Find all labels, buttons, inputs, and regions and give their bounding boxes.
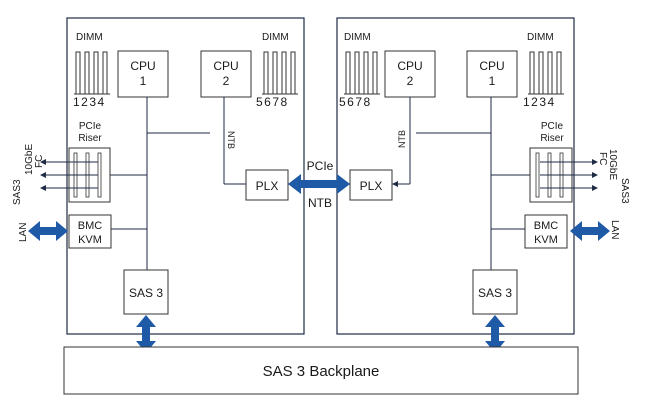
- left-cpu2-number: 2: [223, 74, 230, 88]
- left-dimm-a-modules: [74, 51, 110, 95]
- right-sas3-port-label: SAS3: [619, 178, 630, 204]
- right-dimm-a-modules: [528, 51, 564, 95]
- right-lan-arrow: [570, 221, 610, 241]
- right-sas3-label: SAS 3: [478, 286, 512, 300]
- left-cpu1-label: CPU: [130, 59, 155, 73]
- left-cpu2-label: CPU: [213, 59, 238, 73]
- right-10gbe-label: 10GbE: [607, 149, 618, 180]
- sas3-backplane-box: [63, 346, 579, 395]
- link-ntb-label: NTB: [308, 196, 332, 210]
- right-node-wiring: [392, 97, 530, 270]
- left-cpu2-box: [200, 50, 252, 98]
- right-riser-port-arrows: [540, 159, 598, 191]
- left-kvm-label: KVM: [78, 234, 102, 246]
- right-fc-label: FC: [597, 152, 608, 165]
- left-sas3-label: SAS 3: [129, 286, 163, 300]
- left-dimm-a-label: DIMM: [76, 32, 103, 43]
- left-cpu1-box: [117, 50, 169, 98]
- right-cpu1-label: CPU: [479, 59, 504, 73]
- right-dimm-b-modules: [344, 51, 380, 95]
- left-lan-label: LAN: [18, 223, 29, 242]
- left-node: DIMM 1234 CPU 1 CPU 2 DIMM 5678: [12, 17, 305, 335]
- left-riser-port-arrows: [40, 159, 98, 191]
- left-ntb-label: NTB: [226, 131, 236, 149]
- right-backplane-arrow: [485, 315, 505, 353]
- right-lan-label: LAN: [609, 220, 620, 239]
- right-cpu2-label: CPU: [397, 59, 422, 73]
- left-plx-box: [245, 169, 289, 201]
- left-bmc-label: BMC: [78, 220, 103, 232]
- right-dimm-a-label: DIMM: [527, 32, 554, 43]
- left-dimm-b-label: DIMM: [262, 32, 289, 43]
- right-kvm-label: KVM: [534, 234, 558, 246]
- right-bmc-kvm-box: [524, 214, 568, 249]
- right-bmc-label: BMC: [534, 220, 559, 232]
- left-riser-label-1: PCIe: [79, 121, 102, 132]
- left-backplane-arrow: [136, 315, 156, 353]
- right-dimm-b-slots: 5678: [339, 95, 372, 109]
- left-sas3-box: [123, 269, 169, 315]
- left-10gbe-label: 10GbE: [24, 144, 35, 175]
- left-dimm-a-slots: 1234: [73, 95, 106, 109]
- right-cpu2-box: [384, 50, 436, 98]
- left-cpu1-number: 1: [140, 74, 147, 88]
- link-pcie-label: PCIe: [307, 159, 334, 173]
- left-fc-label: FC: [34, 155, 45, 168]
- left-plx-label: PLX: [256, 179, 279, 193]
- left-bmc-kvm-box: [68, 214, 112, 249]
- right-plx-label: PLX: [360, 179, 383, 193]
- right-dimm-b-label: DIMM: [344, 32, 371, 43]
- right-sas3-box: [472, 269, 518, 315]
- right-node: DIMM 5678 CPU 2 CPU 1 DIMM 1234: [336, 17, 630, 335]
- right-plx-box: [349, 169, 393, 201]
- right-riser-label-2: Riser: [540, 133, 564, 144]
- left-dimm-b-slots: 5678: [256, 95, 289, 109]
- left-riser-label-2: Riser: [78, 133, 102, 144]
- right-cpu2-number: 2: [407, 74, 414, 88]
- right-cpu1-number: 1: [489, 74, 496, 88]
- right-riser-label-1: PCIe: [541, 121, 564, 132]
- right-dimm-a-slots: 1234: [523, 95, 556, 109]
- right-ntb-label: NTB: [397, 130, 407, 148]
- left-sas3-port-label: SAS3: [12, 179, 23, 205]
- left-lan-arrow: [28, 221, 68, 241]
- right-cpu1-box: [466, 50, 518, 98]
- sas3-backplane-label: SAS 3 Backplane: [263, 363, 380, 380]
- pcie-ntb-link-arrow: [288, 174, 350, 194]
- left-dimm-b-modules: [262, 51, 298, 95]
- left-node-wiring: [110, 97, 246, 270]
